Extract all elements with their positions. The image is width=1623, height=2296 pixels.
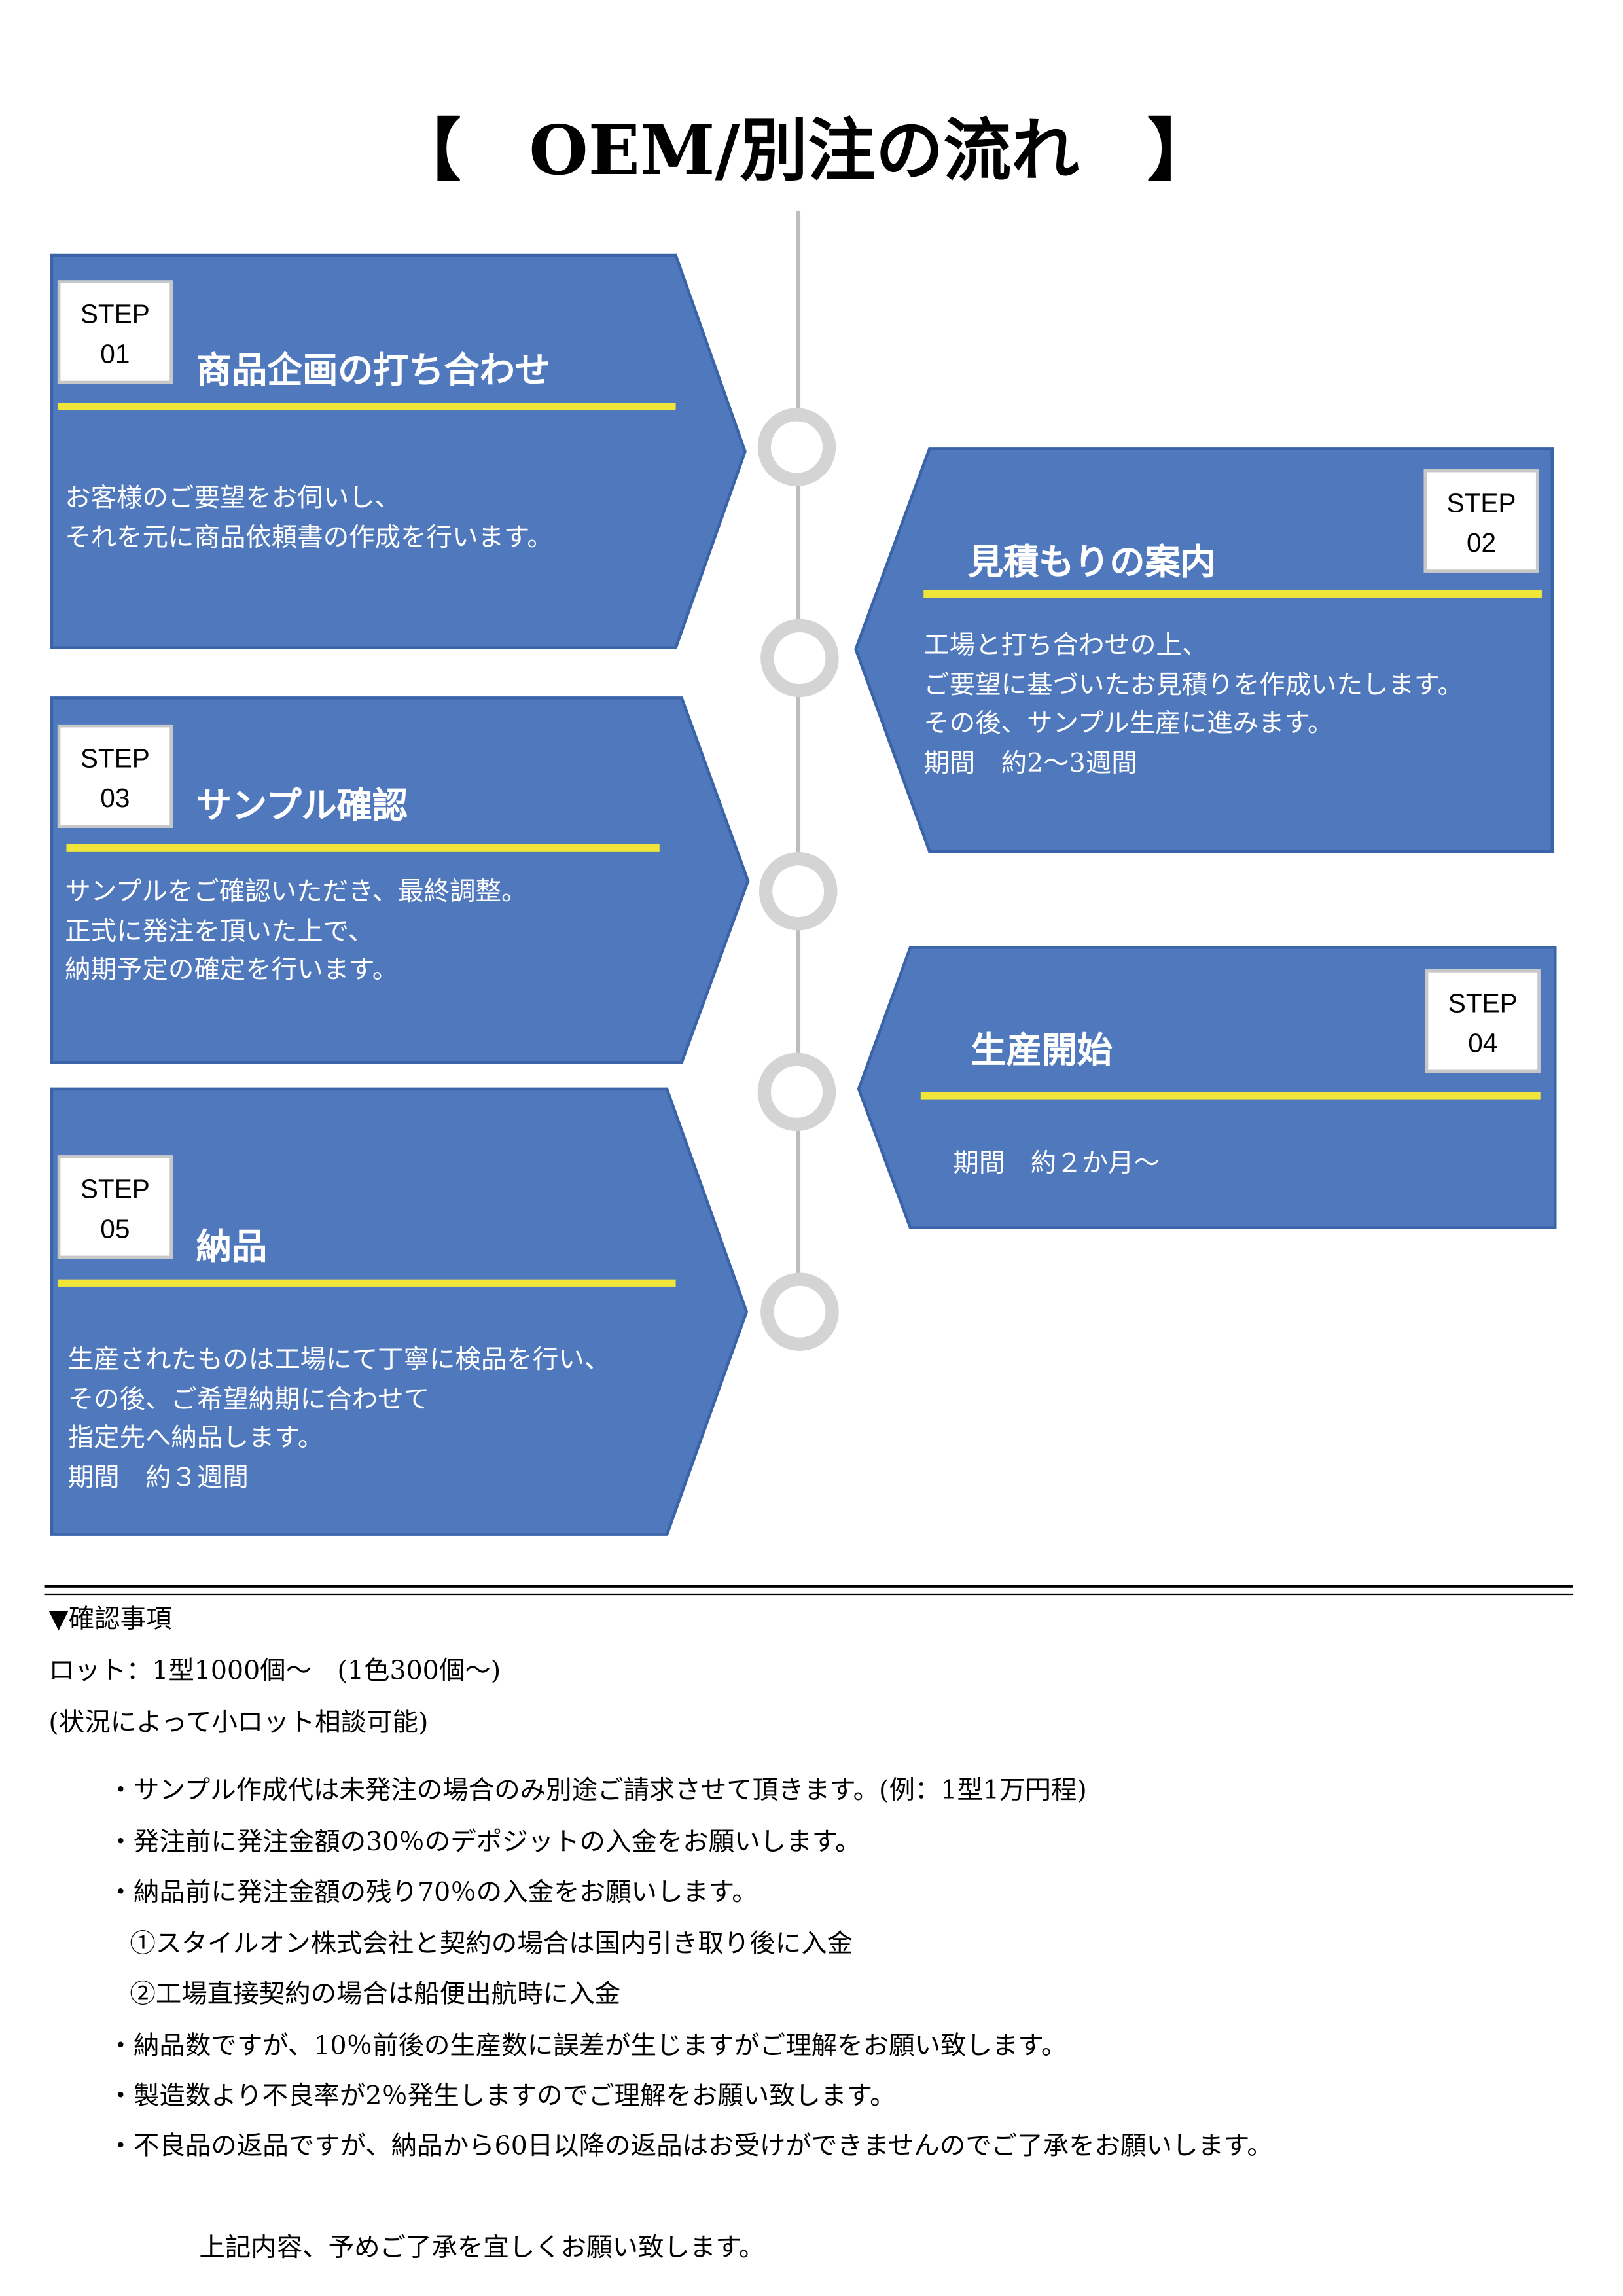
step-label: STEP <box>80 299 150 329</box>
step-05-title: 納品 <box>196 1225 268 1268</box>
line: 期間 約2～3週間 <box>923 749 1137 779</box>
line: その後、ご希望納期に合わせて <box>67 1384 430 1414</box>
step-02-divider <box>923 590 1542 598</box>
line: その後、サンプル生産に進みます。 <box>923 709 1334 740</box>
line: お客様のご要望をお伺いし、 <box>65 484 401 514</box>
step-label: STEP <box>80 1174 150 1204</box>
step-01-divider <box>57 403 676 410</box>
step-05-divider <box>57 1279 676 1287</box>
step-05-badge: STEP 05 <box>57 1155 173 1259</box>
step-03-badge: STEP 03 <box>57 724 173 828</box>
step-02-title: 見積もりの案内 <box>967 540 1216 583</box>
step-04-panel <box>857 946 1557 1229</box>
step-number: 01 <box>100 339 130 369</box>
step-02-panel <box>854 447 1554 853</box>
line: 工場と打ち合わせの上、 <box>923 631 1208 662</box>
line: 生産されたものは工場にて丁寧に検品を行い、 <box>67 1346 611 1376</box>
line: 正式に発注を頂いた上で、 <box>65 917 374 947</box>
step-05-description: 生産されたものは工場にて丁寧に検品を行い、その後、ご希望納期に合わせて指定先へ納… <box>68 1341 611 1498</box>
line: 納期予定の確定を行います。 <box>65 956 399 986</box>
line: ご要望に基づいたお見積りを作成いたします。 <box>923 670 1463 700</box>
step-01-title: 商品企画の打ち合わせ <box>196 348 550 391</box>
notes-heading: ▼確認事項 <box>48 1605 172 1635</box>
lot-note: (状況によって小ロット相談可能) <box>48 1708 429 1738</box>
step-04-title: 生産開始 <box>971 1028 1113 1071</box>
timeline-node-icon <box>757 408 836 486</box>
timeline-node-icon <box>757 1052 836 1132</box>
note-item: ・製造数より不良率が2％発生しますのでご理解をお願い致します。 <box>107 2082 896 2112</box>
note-subitem: ①スタイルオン株式会社と契約の場合は国内引き取り後に入金 <box>130 1929 853 1960</box>
step-03-divider <box>66 844 660 852</box>
step-03-description: サンプルをご確認いただき、最終調整。正式に発注を頂いた上で、納期予定の確定を行い… <box>65 874 527 991</box>
step-01-description: お客様のご要望をお伺いし、それを元に商品依頼書の作成を行います。 <box>65 480 553 558</box>
note-item: ・不良品の返品ですが、納品から60日以降の返品はお受けができませんのでご了承をお… <box>107 2132 1273 2162</box>
step-03-title: サンプル確認 <box>196 783 408 827</box>
line: 期間 約３週間 <box>67 1463 249 1493</box>
step-03-panel <box>50 696 750 1064</box>
step-05-panel <box>50 1087 749 1536</box>
step-number: 04 <box>1468 1028 1498 1058</box>
timeline-node-icon <box>760 1272 839 1351</box>
step-02-description: 工場と打ち合わせの上、ご要望に基づいたお見積りを作成いたします。その後、サンプル… <box>923 627 1463 783</box>
note-subitem: ②工場直接契約の場合は船便出航時に入金 <box>130 1980 621 2010</box>
step-number: 05 <box>100 1214 130 1244</box>
line: 指定先へ納品します。 <box>67 1424 324 1454</box>
lot-info: ロット：1型1000個～ (1色300個～) <box>48 1657 501 1687</box>
page-title: 【 OEM/別注の流れ 】 <box>393 111 1215 190</box>
step-04-badge: STEP 04 <box>1425 969 1541 1073</box>
step-label: STEP <box>80 744 150 774</box>
note-item: ・発注前に発注金額の30％のデポジットの入金をお願いします。 <box>107 1828 861 1858</box>
step-number: 02 <box>1466 528 1497 558</box>
step-04-divider <box>920 1092 1541 1100</box>
step-01-badge: STEP 01 <box>57 280 173 384</box>
closing-text: 上記内容、予めご了承を宜しくお願い致します。 <box>199 2234 765 2264</box>
step-number: 03 <box>100 783 130 814</box>
timeline-node-icon <box>760 619 839 698</box>
step-04-description: 期間 約２か月～ <box>953 1145 1160 1184</box>
note-item: ・納品数ですが、10％前後の生産数に誤差が生じますがご理解をお願い致します。 <box>107 2032 1067 2062</box>
note-item: ・納品前に発注金額の残り70％の入金をお願いします。 <box>107 1878 758 1909</box>
step-02-badge: STEP 02 <box>1423 469 1539 573</box>
line: サンプルをご確認いただき、最終調整。 <box>65 878 527 908</box>
section-divider <box>44 1585 1573 1596</box>
note-item: ・サンプル作成代は未発注の場合のみ別途ご請求させて頂きます。(例：1型1万円程) <box>107 1776 1087 1806</box>
step-label: STEP <box>1446 488 1516 518</box>
timeline-node-icon <box>758 852 838 931</box>
step-01-panel <box>50 253 747 649</box>
line: それを元に商品依頼書の作成を行います。 <box>65 523 553 553</box>
line: 期間 約２か月～ <box>953 1149 1160 1179</box>
step-label: STEP <box>1448 988 1518 1018</box>
